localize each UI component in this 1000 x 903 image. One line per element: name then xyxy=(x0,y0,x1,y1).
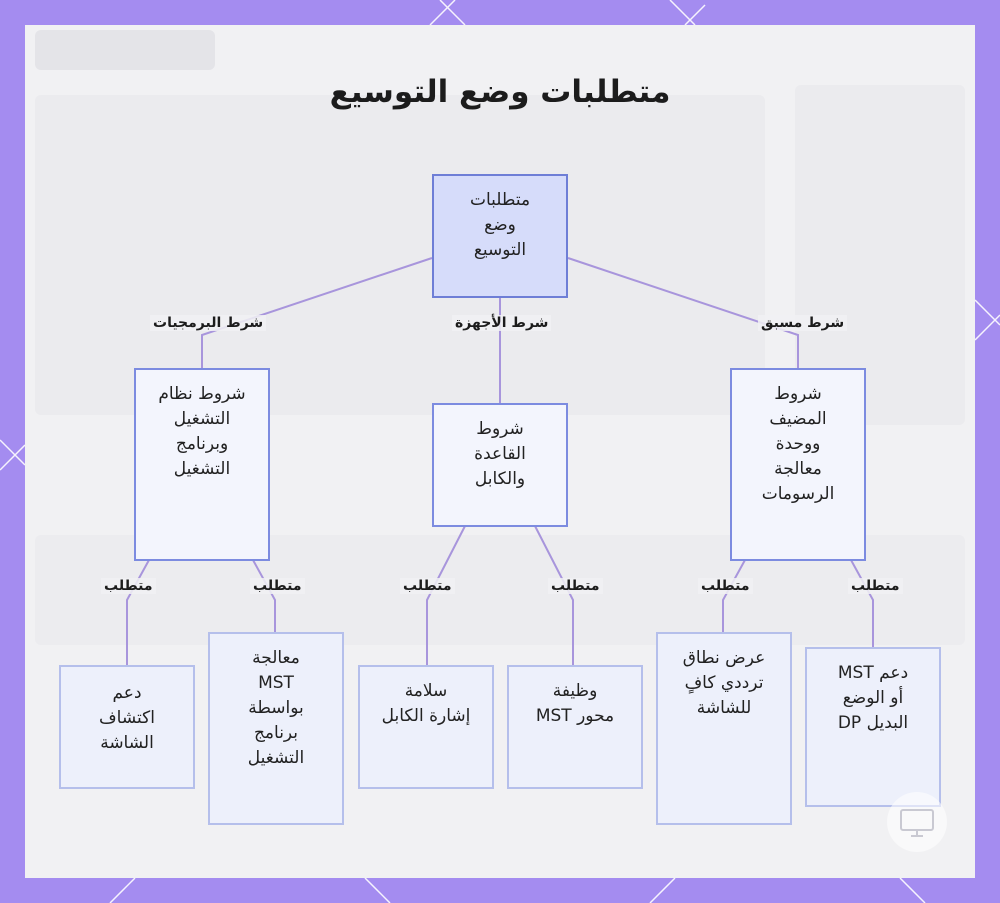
node-cable-signal: سلامة إشارة الكابل xyxy=(358,665,494,789)
node-screen-detection: دعم اكتشاف الشاشة xyxy=(59,665,195,789)
node-mst-hub: وظيفة محور MST xyxy=(507,665,643,789)
edge-hardware-cable xyxy=(427,526,465,665)
edge-root-host xyxy=(568,258,798,368)
node-bandwidth: عرض نطاق ترددي كافٍ للشاشة xyxy=(656,632,792,825)
edge-label-requirement: متطلب xyxy=(548,578,603,594)
node-software-label: شروط نظام التشغيل وبرنامج التشغيل xyxy=(158,382,245,482)
node-root: متطلبات وضع التوسيع xyxy=(432,174,568,298)
edge-label-requirement: متطلب xyxy=(848,578,903,594)
edge-label-requirement: متطلب xyxy=(400,578,455,594)
edge-root-software xyxy=(202,258,432,368)
edge-label-software: شرط البرمجيات xyxy=(150,315,266,331)
edge-host-bandwidth xyxy=(723,560,745,632)
node-hardware-conditions: شروط القاعدة والكابل xyxy=(432,403,568,527)
edge-host-dp xyxy=(851,560,873,647)
edge-label-requirement: متطلب xyxy=(698,578,753,594)
node-root-label: متطلبات وضع التوسيع xyxy=(470,188,530,263)
edge-label-requirement: متطلب xyxy=(101,578,156,594)
node-host-conditions: شروط المضيف ووحدة معالجة الرسومات xyxy=(730,368,866,561)
node-dp-alt-mode-label: دعم MST أو الوضع البديل DP xyxy=(838,661,908,736)
diagram-title: متطلبات وضع التوسيع xyxy=(0,74,1000,110)
node-bandwidth-label: عرض نطاق ترددي كافٍ للشاشة xyxy=(683,646,766,721)
node-dp-alt-mode: دعم MST أو الوضع البديل DP xyxy=(805,647,941,807)
node-mst-driver-label: معالجة MST بواسطة برنامج التشغيل xyxy=(248,646,304,771)
edge-label-prereq: شرط مسبق xyxy=(758,315,847,331)
node-hardware-label: شروط القاعدة والكابل xyxy=(474,417,526,492)
node-host-label: شروط المضيف ووحدة معالجة الرسومات xyxy=(762,382,835,507)
node-software-conditions: شروط نظام التشغيل وبرنامج التشغيل xyxy=(134,368,270,561)
watermark-monitor-icon xyxy=(887,792,947,852)
node-mst-driver: معالجة MST بواسطة برنامج التشغيل xyxy=(208,632,344,825)
edge-label-requirement: متطلب xyxy=(250,578,305,594)
node-screen-detection-label: دعم اكتشاف الشاشة xyxy=(99,681,155,756)
edge-software-mst xyxy=(253,560,275,632)
edge-software-detect xyxy=(127,560,149,665)
edge-label-hardware: شرط الأجهزة xyxy=(452,315,551,331)
edge-hardware-hub xyxy=(535,526,573,665)
watermark-logo xyxy=(887,792,947,852)
node-cable-signal-label: سلامة إشارة الكابل xyxy=(382,679,471,729)
node-mst-hub-label: وظيفة محور MST xyxy=(536,679,614,729)
